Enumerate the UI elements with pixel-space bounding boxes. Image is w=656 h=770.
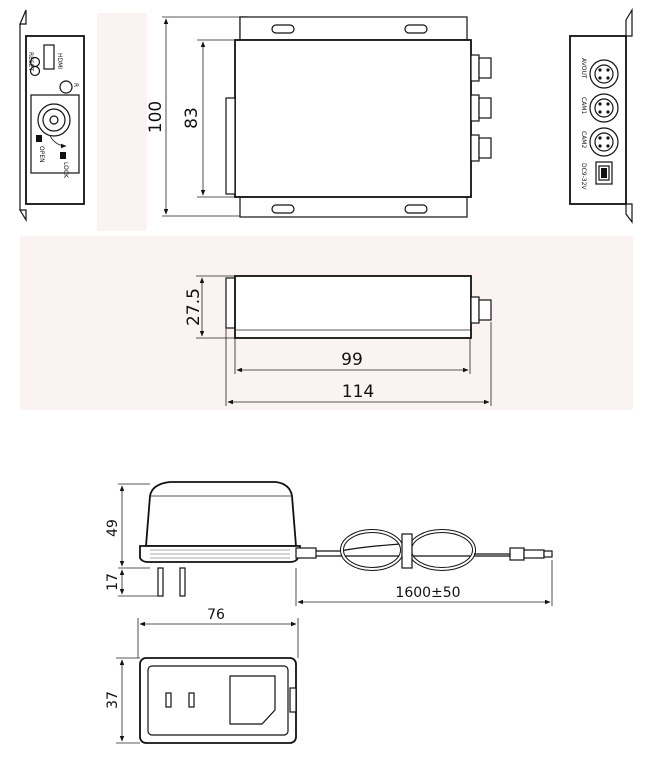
mount-slot-icon [404, 24, 428, 34]
lock-label: LOCK [62, 162, 69, 179]
dim-37-text: 37 [105, 691, 121, 709]
connector-icon [478, 57, 492, 79]
dim-cable-text: 1600±50 [395, 585, 460, 601]
open-padlock-icon [36, 135, 42, 142]
prong-slot-icon [165, 692, 172, 708]
dim-27-5-text: 27.5 [184, 288, 204, 326]
mount-slot-icon [404, 204, 428, 214]
r-label: R [72, 83, 79, 87]
side-flange [225, 277, 236, 329]
device-body-side [234, 275, 472, 339]
dim-76-text: 76 [207, 607, 225, 623]
right-end-view: AVOUT CAM1 CAM2 DC9-32V [569, 7, 633, 224]
prong-icon [179, 567, 186, 597]
dim-17-text: 17 [105, 573, 121, 591]
connector-icon [478, 299, 492, 321]
left-protrusion [225, 97, 236, 195]
cable-tie [401, 533, 413, 569]
rotate-arrow-icon [49, 135, 67, 149]
dc-plug-grip [509, 547, 525, 561]
r-knob-icon [59, 80, 73, 94]
dim-114-text: 114 [342, 382, 374, 402]
lock-padlock-icon [60, 152, 66, 159]
side-view: 27.5 99 114 [184, 275, 492, 406]
left-end-view: RESET HDMI R OPEN LOCK [18, 9, 85, 223]
reset-label: RESET [27, 52, 34, 72]
cam1-label: CAM1 [580, 97, 587, 114]
strain-relief [295, 547, 317, 559]
dim-99-text: 99 [341, 350, 363, 370]
dc-plug-icon [523, 549, 545, 559]
dim-100-text: 100 [146, 101, 166, 133]
open-label: OPEN [38, 146, 45, 163]
connector-icon [478, 137, 492, 159]
left-view-background [97, 13, 147, 231]
dim-49-text: 49 [105, 519, 121, 537]
adapter-bottom-view: 76 37 [105, 607, 299, 744]
avout-label: AVOUT [580, 58, 587, 79]
prong-icon [157, 567, 164, 597]
hdmi-label: HDMI [56, 53, 63, 69]
prong-slot-icon [188, 692, 195, 708]
device-body-top [234, 39, 472, 198]
label-plate [229, 675, 276, 725]
top-view: 100 83 [146, 16, 492, 218]
dim-83-text: 83 [182, 107, 202, 129]
led-2-icon [29, 65, 41, 77]
mount-slot-icon [271, 24, 295, 34]
mount-slot-icon [271, 204, 295, 214]
hdmi-port-icon [43, 44, 55, 70]
connector-icon [478, 97, 492, 119]
power-label: DC9-32V [580, 163, 587, 190]
adapter-body [145, 481, 297, 547]
cam2-label: CAM2 [580, 131, 587, 148]
adapter-side-view: 49 17 1600±50 [105, 481, 553, 606]
